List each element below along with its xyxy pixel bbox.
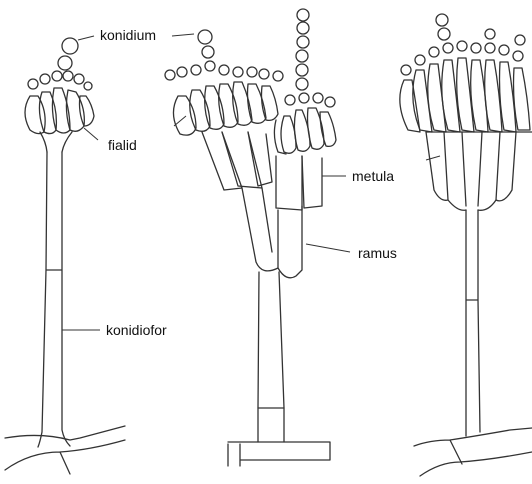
label-konidium: konidium <box>100 27 156 43</box>
metula-leader-right <box>426 156 440 160</box>
center-metulae-left <box>202 132 272 190</box>
right-substrate-hypha <box>414 428 532 476</box>
center-phialides-left <box>173 82 278 135</box>
left-phialides <box>25 88 94 134</box>
label-konidiofor: konidiofor <box>106 322 167 338</box>
center-main-branch <box>242 188 278 271</box>
right-stipe <box>466 210 480 436</box>
left-conidia <box>28 38 92 90</box>
center-metulae-right <box>276 156 322 210</box>
konidium-leader <box>78 36 94 40</box>
center-conidia <box>165 9 335 107</box>
left-vesicle <box>40 132 72 152</box>
right-conidia <box>401 14 525 75</box>
label-fialid: fialid <box>108 137 137 153</box>
center-stipe <box>258 272 284 408</box>
center-base <box>228 442 330 466</box>
center-conidiophore <box>165 9 336 466</box>
center-foot-cell <box>258 408 284 442</box>
label-metula: metula <box>352 168 394 184</box>
right-phialides <box>400 58 530 132</box>
konidium-leader-center <box>172 34 194 36</box>
ramus-leader <box>306 244 350 252</box>
left-stipe <box>38 152 70 447</box>
right-metulae <box>426 132 532 210</box>
center-phialides-right <box>274 108 336 154</box>
fialid-leader-center <box>174 116 186 126</box>
right-conidiophore <box>400 14 532 476</box>
left-conidiophore <box>5 38 125 474</box>
fialid-leader <box>84 128 98 140</box>
label-ramus: ramus <box>358 245 397 261</box>
left-substrate-hypha <box>5 426 125 474</box>
center-ramus <box>278 206 302 278</box>
